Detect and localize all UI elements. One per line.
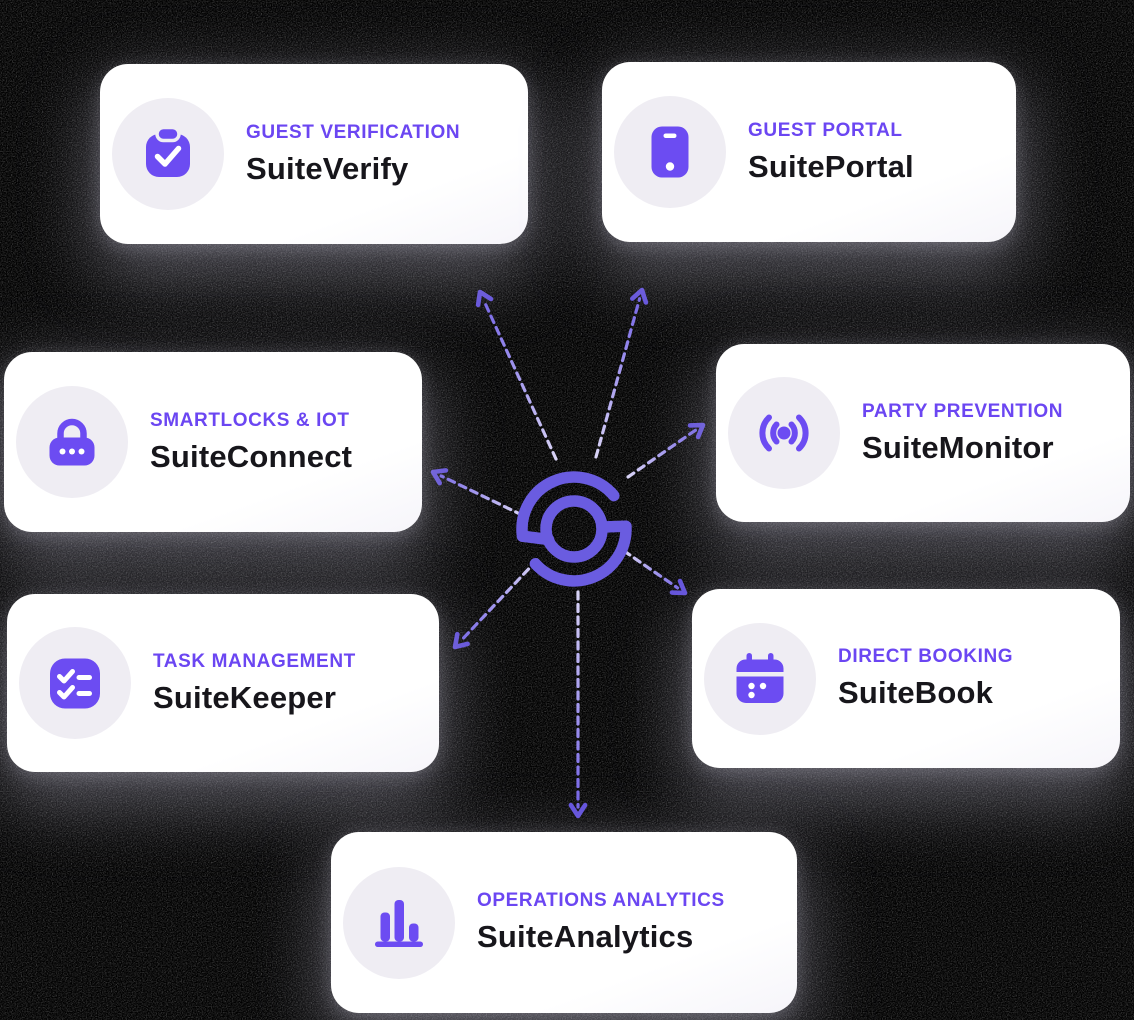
card-suite-analytics[interactable]: OPERATIONS ANALYTICS SuiteAnalytics bbox=[331, 832, 797, 1013]
icon-circle bbox=[614, 96, 726, 208]
card-category-label: PARTY PREVENTION bbox=[862, 400, 1064, 422]
card-category-label: SMARTLOCKS & IOT bbox=[150, 409, 350, 431]
card-product-name: SuiteMonitor bbox=[862, 429, 1054, 465]
card-category-label: GUEST PORTAL bbox=[748, 119, 903, 141]
card-product-name: SuiteAnalytics bbox=[477, 919, 694, 954]
connector-arrow bbox=[626, 422, 706, 479]
card-product-name: SuiteKeeper bbox=[153, 679, 337, 715]
card-suite-keeper[interactable]: TASK MANAGEMENT SuiteKeeper bbox=[7, 594, 439, 772]
card-suite-book[interactable]: DIRECT BOOKING SuiteBook bbox=[692, 589, 1120, 768]
connector-arrow bbox=[475, 289, 558, 461]
card-product-name: SuiteVerify bbox=[246, 150, 409, 186]
icon-circle bbox=[343, 866, 455, 979]
card-category-label: TASK MANAGEMENT bbox=[153, 650, 356, 672]
icon-circle bbox=[704, 622, 816, 735]
card-suite-connect[interactable]: SMARTLOCKS & IOT SuiteConnect bbox=[4, 352, 422, 532]
connector-arrow bbox=[594, 287, 649, 459]
connector-arrow bbox=[568, 590, 588, 819]
card-product-name: SuiteConnect bbox=[150, 438, 353, 474]
icon-circle bbox=[19, 627, 131, 739]
smartphone-icon bbox=[651, 126, 689, 178]
card-suite-monitor[interactable]: PARTY PREVENTION SuiteMonitor bbox=[716, 344, 1130, 522]
calendar-icon bbox=[736, 652, 784, 703]
card-category-label: OPERATIONS ANALYTICS bbox=[477, 890, 725, 911]
icon-circle bbox=[728, 377, 840, 489]
s-mark-logo-icon bbox=[516, 471, 632, 587]
connector-arrow bbox=[452, 558, 539, 650]
clipboard-check-icon bbox=[146, 126, 190, 177]
card-suite-verify[interactable]: GUEST VERIFICATION SuiteVerify bbox=[100, 64, 528, 244]
card-product-name: SuitePortal bbox=[748, 148, 914, 184]
connector-arrow bbox=[622, 549, 688, 596]
bar-chart-icon bbox=[375, 899, 423, 947]
padlock-icon bbox=[49, 418, 95, 466]
icon-circle bbox=[16, 386, 128, 498]
checklist-icon bbox=[50, 658, 100, 709]
card-category-label: DIRECT BOOKING bbox=[838, 646, 1014, 667]
card-product-name: SuiteBook bbox=[838, 675, 994, 710]
card-category-label: GUEST VERIFICATION bbox=[246, 121, 461, 143]
icon-circle bbox=[112, 98, 224, 210]
connector-arrow bbox=[430, 468, 524, 517]
card-suite-portal[interactable]: GUEST PORTAL SuitePortal bbox=[602, 62, 1016, 242]
signal-waves-icon bbox=[759, 414, 809, 452]
